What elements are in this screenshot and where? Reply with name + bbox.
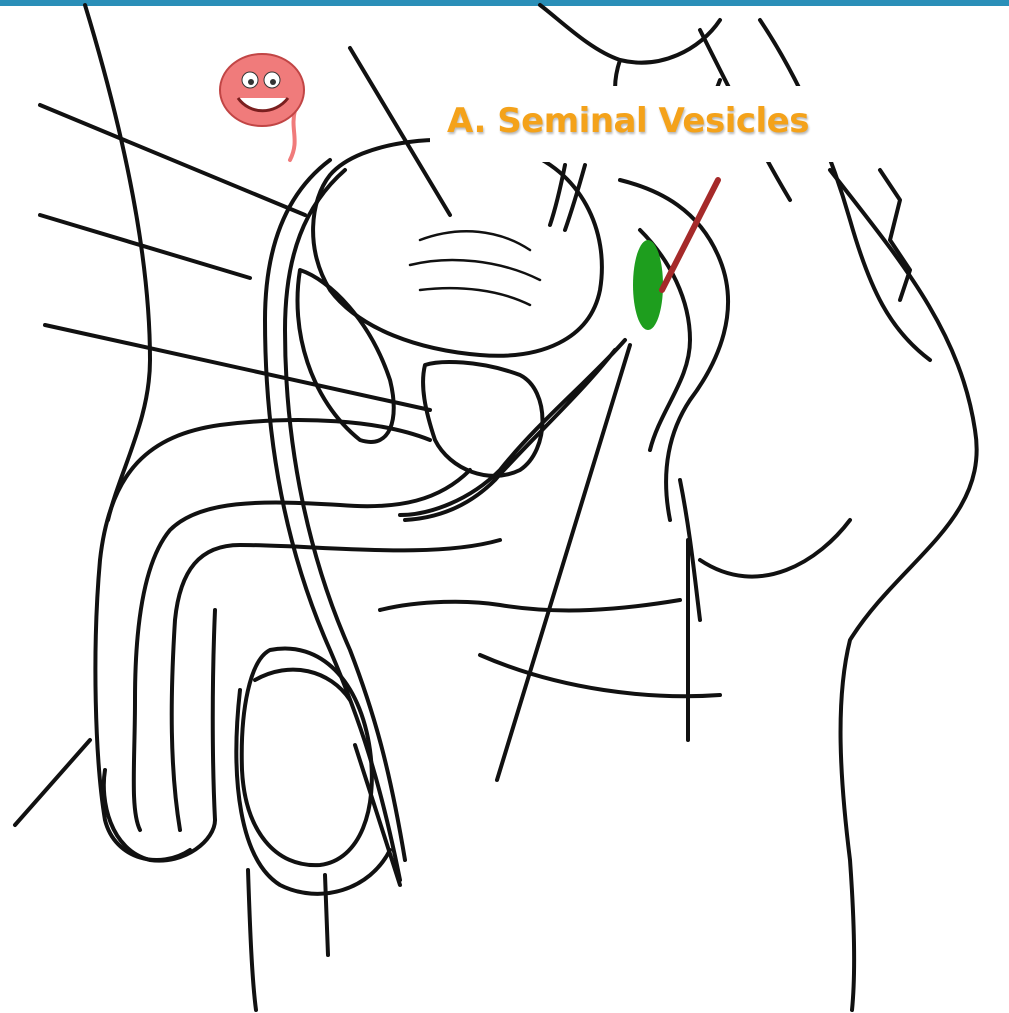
label-line-7 (355, 745, 400, 885)
perineum-outline (380, 600, 680, 610)
rectum (620, 180, 728, 520)
body-outline-thigh (480, 655, 720, 696)
pelvis-upper (540, 5, 720, 63)
sperm-mascot-icon (220, 54, 304, 160)
ductus-deferens-loop (265, 160, 405, 880)
slide-title: A. Seminal Vesicles (447, 101, 809, 141)
corpus-spongiosum (213, 610, 215, 820)
testis (242, 648, 372, 865)
coccyx (880, 170, 910, 300)
body-outline-leg-front (248, 870, 256, 1010)
seminal-vesicle-pointer (662, 180, 718, 290)
bladder-folds (410, 231, 540, 305)
label-line-5 (15, 740, 90, 825)
label-line-6 (325, 875, 328, 955)
pubic-bone (298, 270, 394, 442)
seminal-vesicle-highlight (633, 240, 663, 330)
body-outline-front (85, 5, 150, 520)
prostate (423, 362, 542, 476)
buttock-outline (700, 520, 850, 577)
epididymis (255, 670, 350, 700)
urinary-bladder (313, 140, 602, 356)
